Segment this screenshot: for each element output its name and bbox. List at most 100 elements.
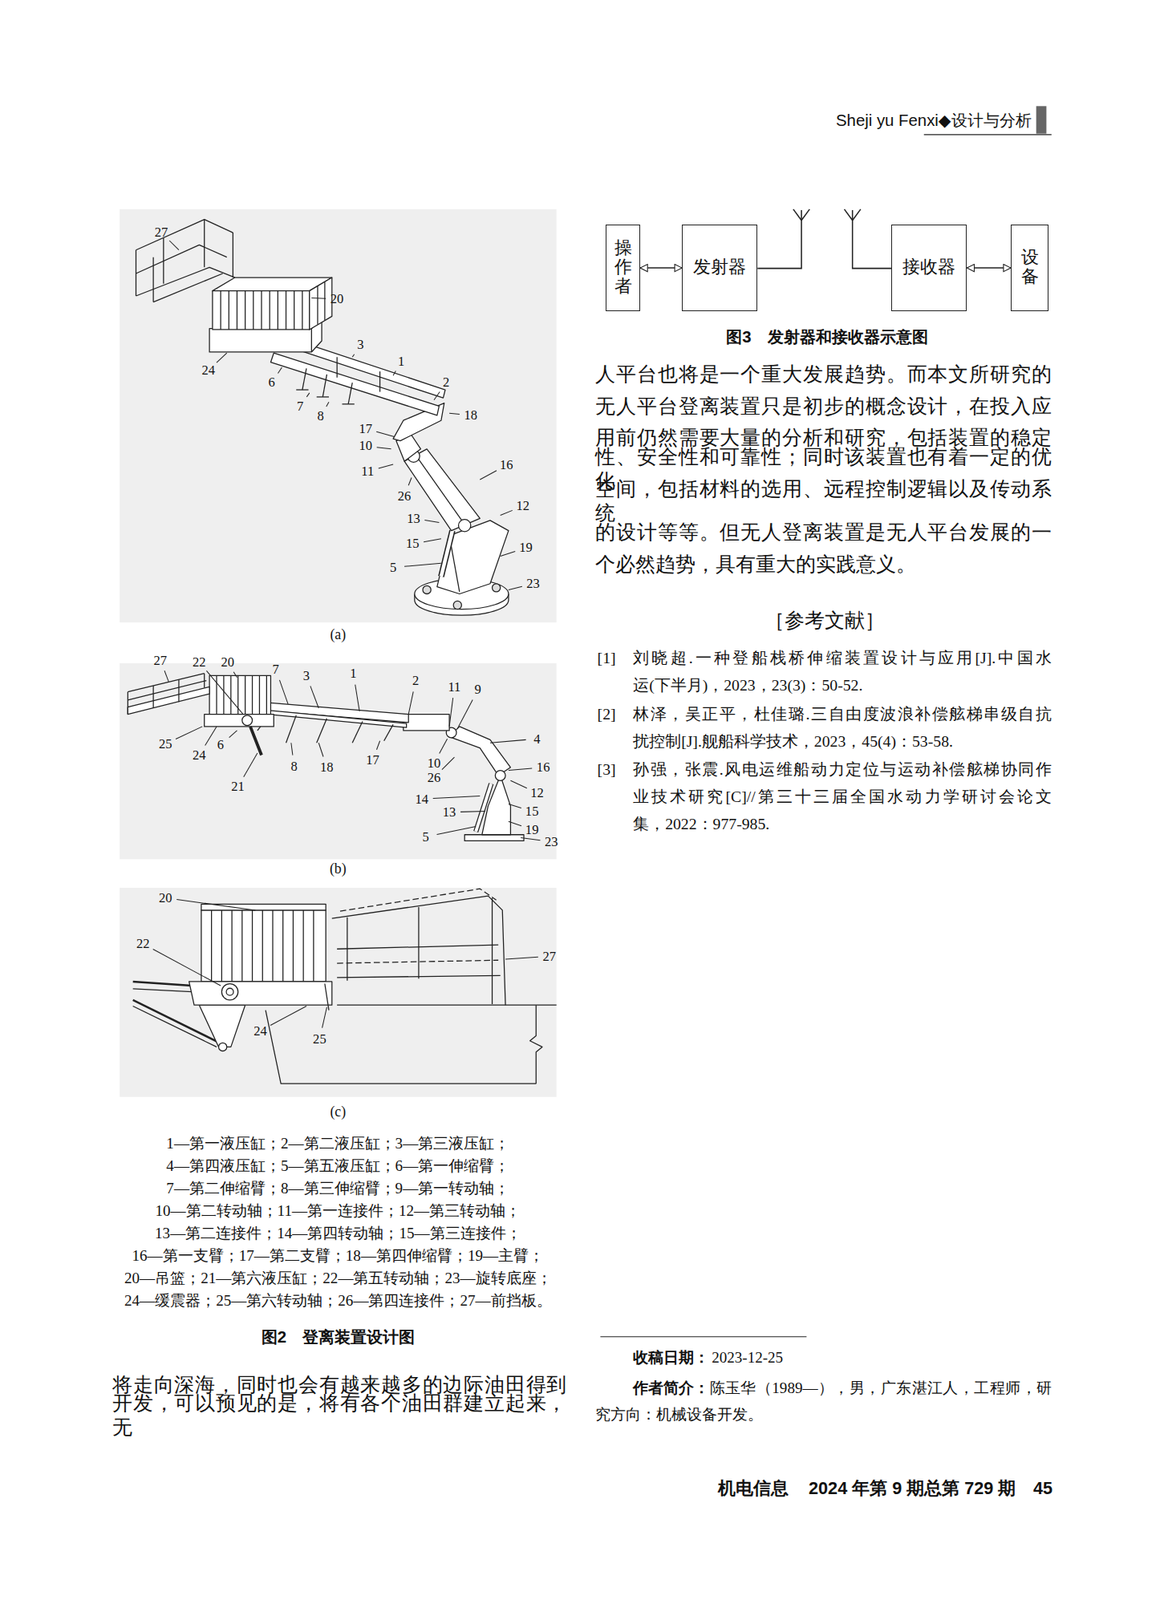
callout-number: 13 (442, 804, 457, 821)
legend-line: 24—缓震器；25—第六转动轴；26—第四连接件；27—前挡板。 (124, 1291, 552, 1311)
callout-number: 16 (536, 759, 551, 776)
leader-line (442, 757, 455, 771)
leader-line (500, 551, 516, 557)
polyline-shape (340, 888, 497, 912)
panel-c-drawing (119, 888, 557, 1098)
leader-line (437, 827, 477, 836)
block-box: 设备 (1010, 224, 1049, 312)
body-text: 无人平台登离装置只是初步的概念设计，在投入应 (595, 394, 1052, 419)
leader-line (377, 447, 392, 450)
rect-shape (119, 209, 557, 623)
callout-number: 19 (519, 540, 533, 557)
reference-text: 孙强，张震.风电运维船动力定位与运动补偿舷梯协同作 (632, 760, 1052, 780)
panel-b-drawing (119, 663, 557, 860)
line-shape (250, 726, 262, 756)
leader-line (206, 670, 244, 714)
line-shape (441, 531, 453, 577)
reference-text: 林泽，吴正平，杜佳璐.三自由度波浪补偿舷梯串级自抗 (632, 705, 1052, 725)
callout-number: 14 (414, 791, 429, 808)
callout-number: 18 (463, 407, 478, 424)
subfigure-label: (b) (329, 861, 347, 879)
leader-line (479, 470, 497, 480)
leader-line (510, 780, 527, 788)
callout-number: 20 (221, 654, 236, 671)
callout-number: 21 (231, 778, 245, 795)
callout-number: 8 (317, 408, 325, 425)
polyline-shape (757, 210, 802, 269)
leader-line (318, 742, 324, 757)
double-arrow (640, 267, 682, 269)
page-footer: 2024 年第 9 期总第 729 期 (808, 1478, 1016, 1500)
leader-line (393, 371, 396, 377)
leader-line (229, 730, 238, 739)
callout-number: 24 (253, 1023, 268, 1040)
polyline-shape (530, 1005, 543, 1084)
leader-line (164, 670, 169, 682)
legend-line: 20—吊篮；21—第六液压缸；22—第五转动轴；23—旋转底座； (124, 1269, 552, 1288)
running-header: Sheji yu Fenxi◆设计与分析 (835, 110, 1032, 130)
figure-caption: 图3 发射器和接收器示意图 (725, 327, 928, 347)
line-shape (336, 1005, 557, 1006)
line-shape (336, 960, 499, 964)
circle-shape (494, 770, 506, 782)
box-label: 接收器 (902, 257, 956, 279)
callout-number: 20 (330, 291, 345, 308)
leader-line (355, 685, 360, 712)
leader-line (322, 1007, 328, 1029)
line-shape (415, 454, 465, 525)
polygon-shape (198, 1005, 245, 1047)
leader-line (376, 431, 394, 437)
callout-number: 23 (526, 575, 540, 593)
callout-number: 15 (405, 535, 420, 552)
callout-number: 6 (267, 374, 275, 391)
leader-line (176, 900, 256, 911)
leader-line (306, 393, 309, 398)
leader-line (508, 804, 522, 809)
line-shape (296, 389, 309, 390)
callout-number: 6 (217, 737, 224, 754)
leader-line (291, 742, 293, 755)
polygon-shape (404, 449, 480, 532)
leader-line (508, 586, 523, 590)
callout-number: 26 (397, 488, 412, 505)
circle-shape (422, 585, 431, 594)
line-shape (127, 681, 207, 701)
leader-line (205, 726, 217, 747)
footnote-text: 2023-12-25 (711, 1348, 783, 1367)
leader-line (490, 739, 527, 743)
block-box: 发射器 (681, 224, 758, 312)
callout-number: 11 (447, 679, 461, 696)
callout-number: 11 (360, 463, 374, 480)
callout-number: 8 (290, 758, 297, 775)
body-text: 个必然趋势，具有重大的实践意义。 (595, 552, 917, 577)
body-text: 人平台也将是一个重大发展趋势。而本文所研究的 (595, 362, 1052, 387)
leader-line (460, 811, 486, 813)
body-text: 空间，包括材料的选用、远程控制逻辑以及传动系统 (595, 477, 1052, 526)
leader-line (310, 685, 319, 709)
line-shape (924, 133, 1052, 135)
leader-line (352, 354, 354, 358)
legend-line: 4—第四液压缸；5—第五液压缸；6—第一伸缩臂； (166, 1156, 510, 1176)
leader-line (423, 539, 442, 543)
leader-line (378, 464, 394, 469)
polyline-shape (135, 267, 235, 297)
reference-text: 扰控制[J].舰船科学技术，2023，45(4)：53-58. (632, 732, 954, 752)
leader-line (377, 741, 381, 751)
leader-line (408, 691, 414, 714)
line-shape (322, 374, 327, 398)
callout-number: 5 (422, 829, 430, 846)
rect-shape (1036, 105, 1047, 134)
leader-line (520, 838, 540, 841)
line-shape (793, 209, 802, 221)
line-shape (302, 368, 307, 390)
footnote-text: 陈玉华（1989—），男，广东湛江人，工程师，研 (709, 1379, 1052, 1399)
subfigure-label: (c) (329, 1104, 346, 1122)
polyline-shape (852, 210, 892, 269)
leader-line (279, 680, 288, 705)
callout-number: 2 (412, 673, 419, 690)
polygon-shape (127, 686, 210, 714)
line-shape (852, 209, 861, 221)
body-text: 开发，可以预见的是，将有各个油田群建立起来，无 (112, 1392, 567, 1441)
double-arrow (966, 267, 1011, 269)
leader-line (153, 949, 221, 987)
